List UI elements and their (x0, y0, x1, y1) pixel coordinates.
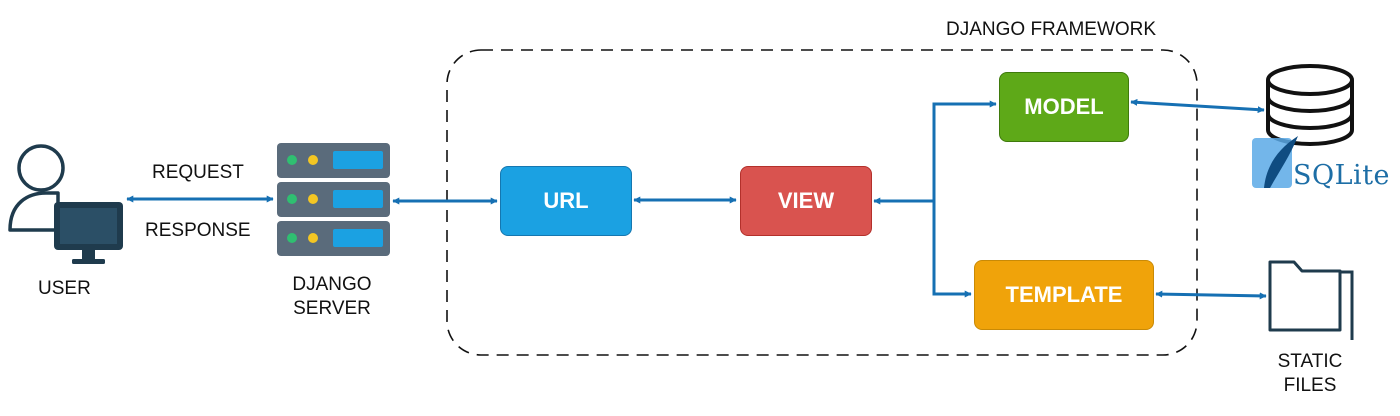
django-framework-boundary (446, 49, 1198, 356)
view-node: VIEW (740, 166, 872, 236)
response-label: RESPONSE (145, 220, 251, 241)
model-database-arrow (1130, 98, 1265, 114)
server-label: DJANGO SERVER (267, 273, 397, 321)
junction-model-arrow (932, 100, 997, 201)
server-icon (277, 143, 390, 256)
template-node: TEMPLATE (974, 260, 1154, 330)
url-node: URL (500, 166, 632, 236)
sqlite-logo-icon (1252, 136, 1298, 188)
folder-icon (1268, 260, 1354, 340)
user-icon (8, 144, 123, 264)
server-label-line1: DJANGO (292, 274, 372, 295)
template-files-arrow (1155, 290, 1267, 300)
junction-template-arrow (932, 201, 972, 298)
request-label: REQUEST (152, 162, 244, 183)
framework-label: DJANGO FRAMEWORK (946, 19, 1157, 40)
static-files-label: STATIC FILES (1260, 350, 1360, 398)
model-node: MODEL (999, 72, 1129, 142)
user-label: USER (38, 278, 91, 299)
server-label-line2: SERVER (293, 298, 371, 319)
sqlite-logo-text: SQLite (1293, 160, 1391, 191)
static-files-label-line2: FILES (1283, 375, 1337, 396)
static-files-label-line1: STATIC (1277, 351, 1343, 372)
database-icon (1266, 64, 1354, 146)
